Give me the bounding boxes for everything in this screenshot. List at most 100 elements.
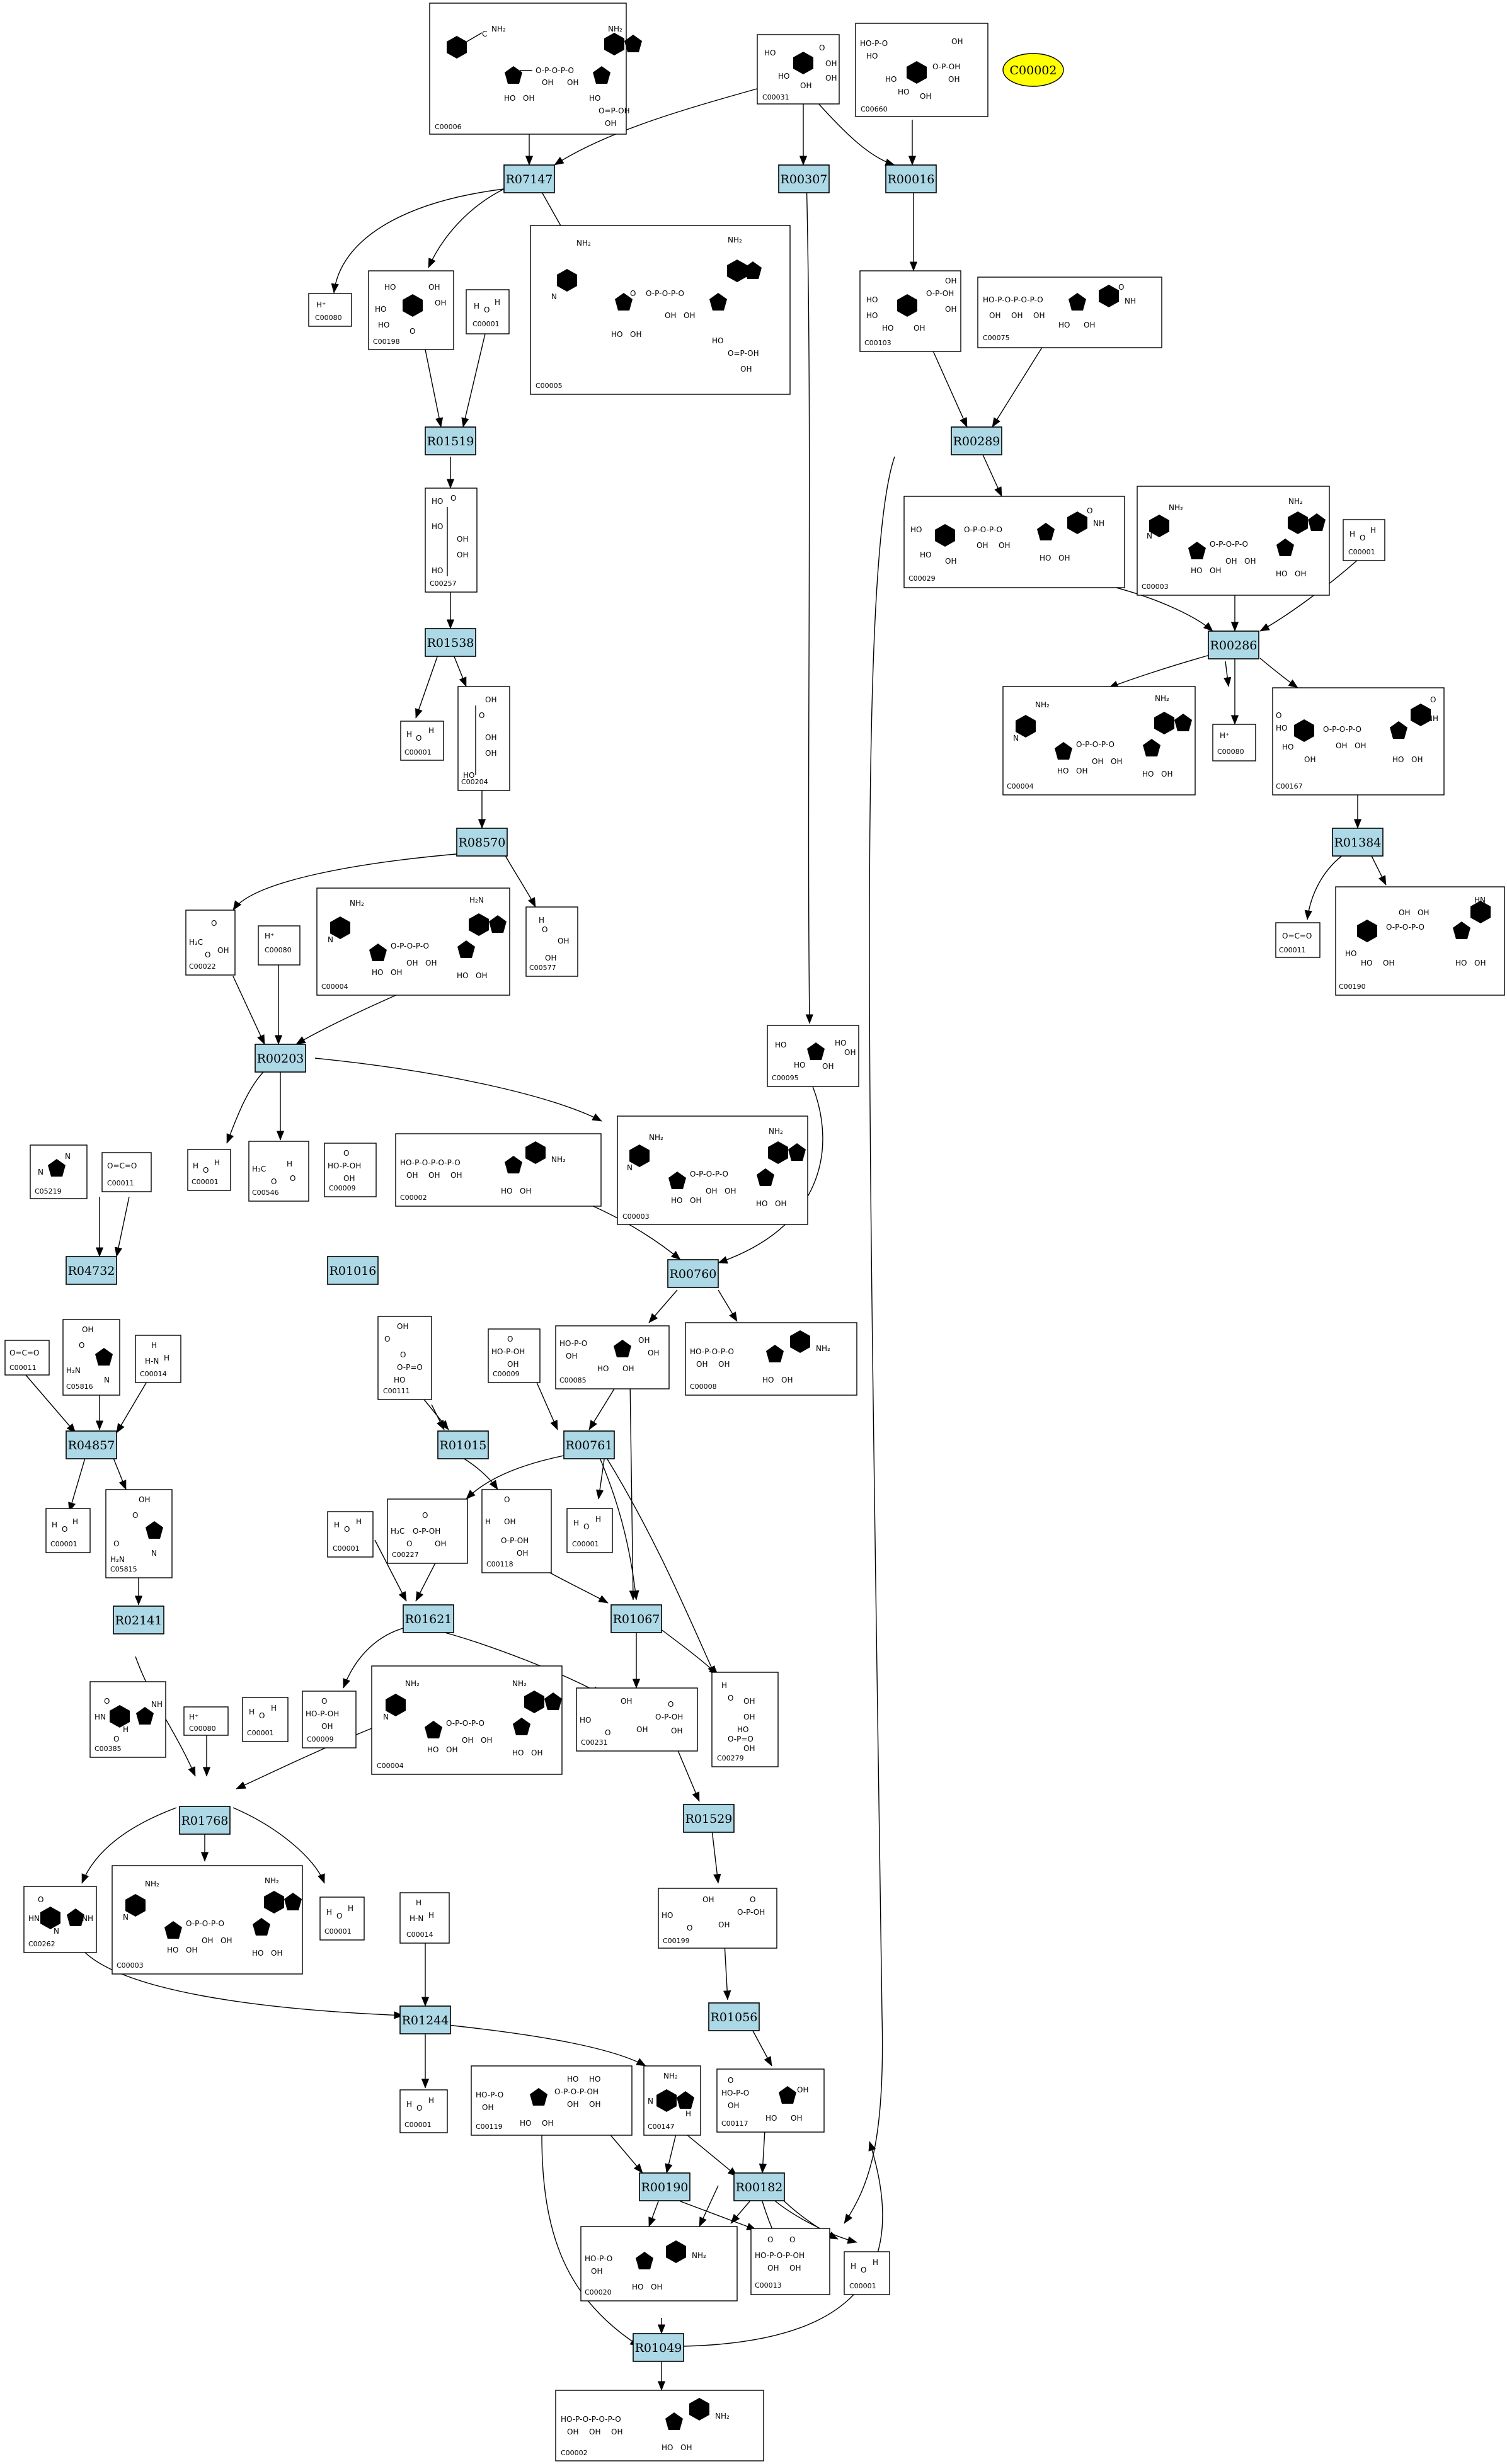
reaction-R02141[interactable]: R02141 <box>113 1606 164 1634</box>
reaction-R00761[interactable]: R00761 <box>563 1430 615 1459</box>
reaction-R00203[interactable]: R00203 <box>255 1044 306 1073</box>
reaction-R01016[interactable]: R01016 <box>327 1256 379 1285</box>
svg-text:O-P-O-P-O: O-P-O-P-O <box>186 1919 224 1928</box>
highlighted-compound[interactable]: C00002 <box>1002 53 1064 87</box>
reaction-R01056[interactable]: R01056 <box>708 2002 760 2031</box>
reaction-R01529[interactable]: R01529 <box>683 1804 735 1833</box>
reaction-R04732[interactable]: R04732 <box>66 1256 117 1285</box>
reaction-R01519[interactable]: R01519 <box>425 426 476 455</box>
svg-text:O-P-O-P-O: O-P-O-P-O <box>646 289 684 298</box>
reaction-R01049[interactable]: R01049 <box>633 2333 684 2362</box>
compound-C00011-a[interactable]: O=C=O C00011 <box>1275 922 1321 958</box>
compound-C00011-c[interactable]: O=C=O C00011 <box>4 1340 50 1376</box>
svg-text:HO: HO <box>1345 949 1356 958</box>
reaction-R00289[interactable]: R00289 <box>951 426 1002 455</box>
compound-C00080-d[interactable]: H⁺ C00080 <box>183 1706 229 1736</box>
svg-text:O-P-O-P-O: O-P-O-P-O <box>1386 923 1424 932</box>
reaction-R00286[interactable]: R00286 <box>1208 630 1259 659</box>
compound-C00080-b[interactable]: H⁺ C00080 <box>1212 724 1256 761</box>
reaction-R01621[interactable]: R01621 <box>403 1604 454 1633</box>
reaction-R07147[interactable]: R07147 <box>503 164 555 193</box>
reaction-R08570[interactable]: R08570 <box>456 828 508 857</box>
compound-C00080-a[interactable]: H⁺ C00080 <box>308 293 352 327</box>
reaction-R00190[interactable]: R00190 <box>639 2172 690 2201</box>
reaction-R04857[interactable]: R04857 <box>66 1430 117 1459</box>
reaction-R00016[interactable]: R00016 <box>885 164 937 193</box>
reaction-R01015[interactable]: R01015 <box>437 1430 489 1459</box>
reaction-R01384[interactable]: R01384 <box>1332 828 1384 857</box>
reaction-R01067[interactable]: R01067 <box>610 1604 662 1633</box>
reaction-R00307[interactable]: R00307 <box>778 164 830 193</box>
reaction-R01768[interactable]: R01768 <box>179 1806 231 1835</box>
svg-text:OH: OH <box>822 1062 834 1071</box>
svg-text:C00002: C00002 <box>400 1194 427 1202</box>
reaction-R00760[interactable]: R00760 <box>667 1259 719 1288</box>
compound-C00011-b[interactable]: O=C=O C00011 <box>101 1152 152 1192</box>
compound-C00080-c[interactable]: H⁺ C00080 <box>258 925 301 966</box>
svg-text:O-P-OH: O-P-OH <box>655 1713 683 1721</box>
compound-C05219[interactable]: NN C05219 <box>30 1144 88 1199</box>
reaction-R00182[interactable]: R00182 <box>733 2172 785 2201</box>
reaction-R01538[interactable]: R01538 <box>425 628 476 657</box>
reaction-R01244[interactable]: R01244 <box>399 2005 451 2034</box>
svg-text:NH: NH <box>1125 297 1136 305</box>
